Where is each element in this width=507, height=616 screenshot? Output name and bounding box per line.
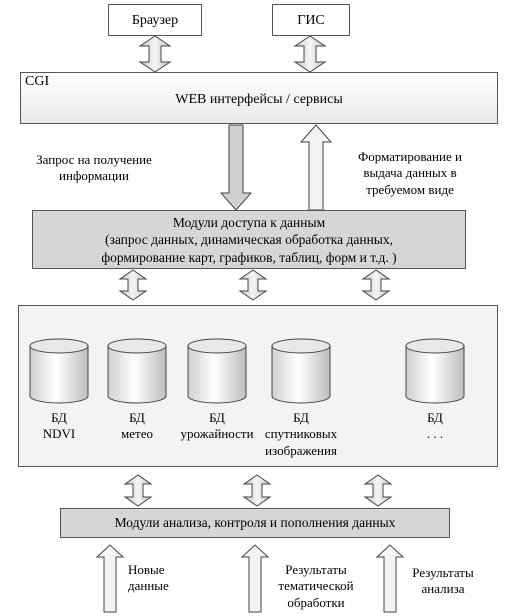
db-satellite-caption: БД спутниковых изображения — [264, 410, 338, 458]
db-meteo-icon — [107, 338, 167, 404]
db-ndvi-icon — [29, 338, 89, 404]
cgi-box: CGI WEB интерфейсы / сервисы — [20, 72, 498, 124]
input-thematic-caption: Результаты тематической обработки — [278, 562, 354, 610]
db-yield-caption: БД урожайности — [180, 410, 254, 442]
double-arrow-access-db-1 — [118, 269, 148, 301]
double-arrow-access-db-2 — [238, 269, 268, 301]
db-yield-icon — [187, 338, 247, 404]
input-up-arrow-3 — [375, 544, 405, 613]
access-module-box: Модули доступа к данным (запрос данных, … — [32, 210, 466, 269]
double-arrow-db-analysis-1 — [123, 474, 153, 507]
gis-box: ГИС — [272, 4, 350, 36]
input-new-data-caption: Новые данные — [128, 562, 169, 594]
browser-box: Браузер — [108, 4, 202, 36]
db-ndvi-caption: БД NDVI — [42, 410, 76, 442]
request-down-arrow — [219, 124, 253, 211]
db-satellite-icon — [271, 338, 331, 404]
analysis-module-title: Модули анализа, контроля и пополнения да… — [114, 515, 396, 530]
browser-label: Браузер — [131, 13, 179, 28]
cgi-tag: CGI — [25, 74, 50, 89]
gis-label: ГИС — [297, 13, 325, 28]
access-module-text: Модули доступа к данным (запрос данных, … — [101, 215, 397, 265]
cgi-title: WEB интерфейсы / сервисы — [175, 92, 343, 107]
input-up-arrow-1 — [95, 544, 125, 613]
db-meteo-caption: БД метео — [121, 410, 153, 442]
double-arrow-db-analysis-2 — [242, 474, 272, 507]
input-analysis-caption: Результаты анализа — [412, 565, 474, 597]
analysis-module-box: Модули анализа, контроля и пополнения да… — [60, 508, 450, 538]
double-arrow-db-analysis-3 — [363, 474, 393, 507]
request-label: Запрос на получение информации — [36, 152, 152, 184]
input-up-arrow-2 — [240, 544, 270, 613]
format-label: Форматирование и выдача данных в требуем… — [358, 149, 462, 197]
double-arrow-access-db-3 — [361, 269, 391, 301]
db-other-caption: БД . . . — [426, 410, 444, 442]
db-other-icon — [405, 338, 465, 404]
